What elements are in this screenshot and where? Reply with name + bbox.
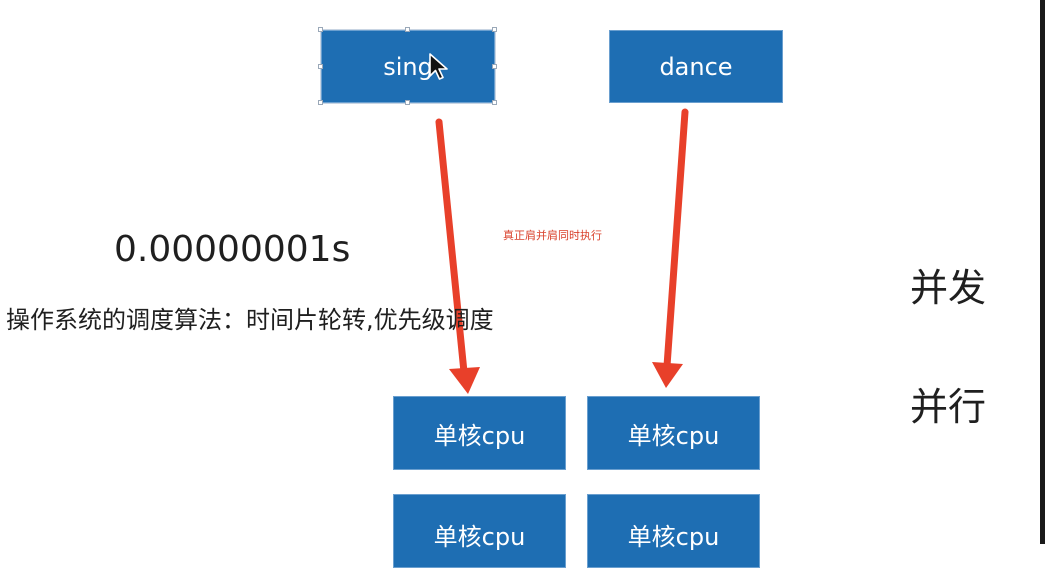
- arrows-layer: [435, 108, 689, 394]
- selection-handle[interactable]: [492, 64, 497, 69]
- selection-handle[interactable]: [492, 27, 497, 32]
- selection-handle[interactable]: [405, 100, 410, 105]
- cpu-box-top-right[interactable]: 单核cpu: [587, 396, 760, 470]
- parallel-annotation: 真正肩并肩同时执行: [503, 229, 602, 242]
- os-scheduling-text: 操作系统的调度算法：时间片轮转,优先级调度: [6, 306, 494, 334]
- sing-label: sing: [383, 52, 433, 81]
- selection-handle[interactable]: [492, 100, 497, 105]
- arrow-dance-to-cpu: [652, 108, 689, 388]
- time-slice-value: 0.00000001s: [114, 229, 351, 270]
- screen-edge: [1040, 0, 1045, 544]
- cpu-label: 单核cpu: [627, 421, 720, 450]
- selection-handle[interactable]: [318, 27, 323, 32]
- sing-task-box[interactable]: sing: [320, 29, 496, 104]
- dance-label: dance: [659, 52, 733, 81]
- selection-handle[interactable]: [405, 27, 410, 32]
- cpu-box-bottom-left[interactable]: 单核cpu: [393, 494, 566, 568]
- selection-handle[interactable]: [318, 100, 323, 105]
- slide-canvas: sing dance 真正肩并肩同时执行 0.00000001s 操作系统的调度…: [6, 0, 1045, 568]
- cpu-box-top-left[interactable]: 单核cpu: [393, 396, 566, 470]
- mouse-pointer-icon: [429, 53, 448, 80]
- parallel-label: 并行: [910, 385, 987, 429]
- cpu-box-bottom-right[interactable]: 单核cpu: [587, 494, 760, 568]
- dance-task-box[interactable]: dance: [609, 30, 783, 103]
- arrow-sing-to-cpu: [435, 118, 480, 394]
- cpu-label: 单核cpu: [433, 523, 526, 551]
- selection-handle[interactable]: [318, 64, 323, 69]
- cpu-label: 单核cpu: [433, 421, 526, 450]
- concurrent-label: 并发: [910, 266, 987, 310]
- cpu-label: 单核cpu: [627, 523, 720, 551]
